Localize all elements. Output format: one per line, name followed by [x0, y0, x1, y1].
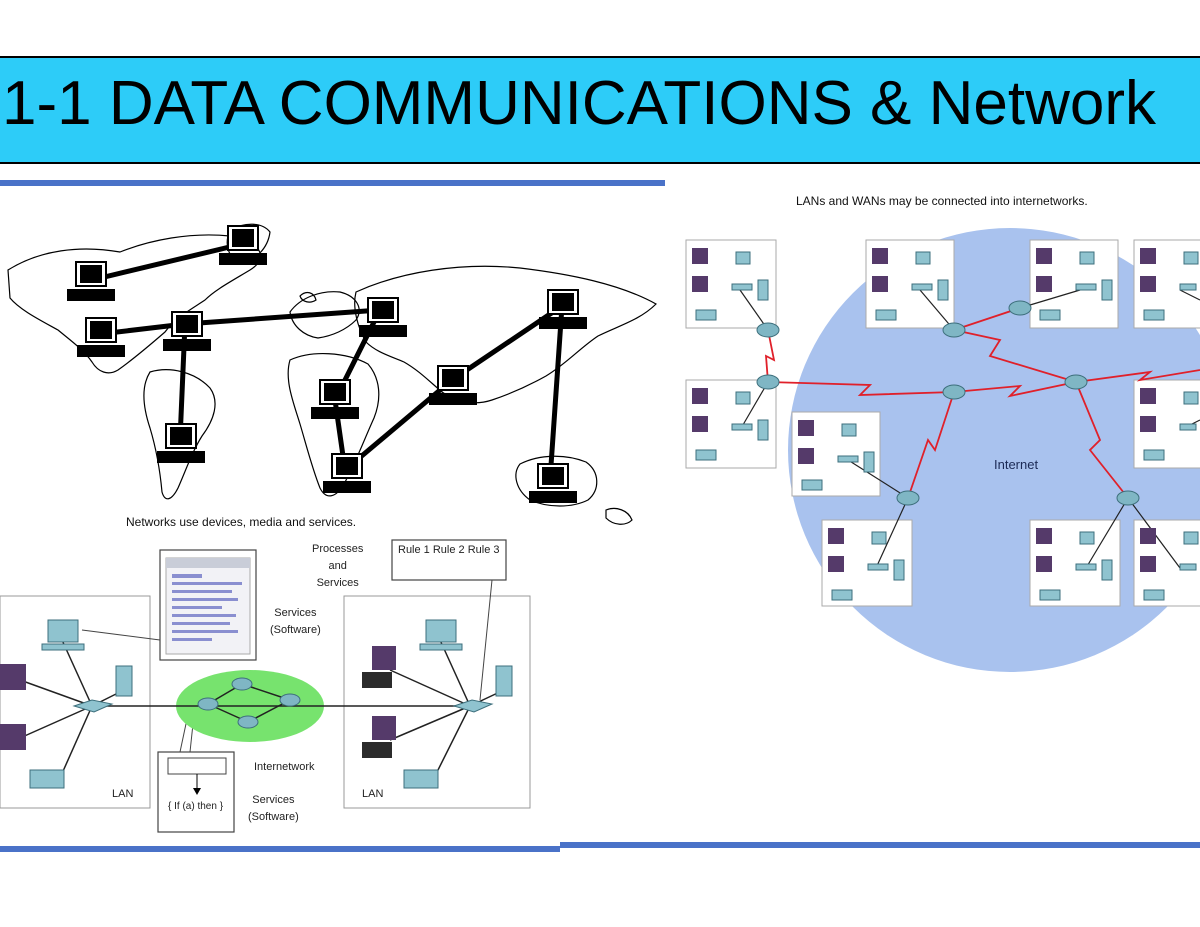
rule-top — [0, 180, 665, 186]
computer-icon — [429, 365, 477, 405]
computer-icon — [77, 317, 125, 357]
left-lan-devices — [0, 619, 133, 789]
left-caption: Networks use devices, media and services… — [126, 515, 357, 529]
continent-asia — [354, 265, 657, 404]
rule-bottom-left — [0, 846, 560, 852]
computer-icon — [219, 225, 267, 265]
lan-right-label: LAN — [362, 788, 384, 800]
computer-icon — [163, 311, 211, 351]
rules-label: Rule 1 Rule 2 Rule 3 — [398, 544, 500, 556]
slide-title: 1-1 DATA COMMUNICATIONS & Network — [2, 69, 1157, 138]
internet-label: Internet — [994, 457, 1039, 472]
computer-icon — [539, 289, 587, 329]
services-bottom-label: Services (Software) — [248, 794, 299, 823]
continent-south-america — [143, 369, 216, 500]
right-lan-devices — [362, 619, 513, 789]
lan-left-label: LAN — [112, 788, 134, 800]
wan-lan-devices — [692, 248, 1199, 601]
continent-australia — [515, 455, 598, 507]
processes-label: Processes and Services — [312, 543, 364, 589]
services-top-label: Services (Software) — [270, 607, 321, 636]
computer-icon — [67, 261, 115, 301]
computer-icon — [359, 297, 407, 337]
right-caption: LANs and WANs may be connected into inte… — [796, 194, 1088, 208]
continent-islands — [299, 291, 633, 525]
computer-icon — [529, 463, 577, 503]
internetwork-label: Internetwork — [254, 761, 315, 773]
world-computers — [67, 225, 587, 503]
computer-icon — [157, 423, 205, 463]
title-bar: 1-1 DATA COMMUNICATIONS & Network — [0, 56, 1200, 164]
computer-icon — [323, 453, 371, 493]
rule-bottom-right — [560, 842, 1200, 848]
continent-europe — [289, 291, 360, 339]
if-then-label: { If (a) then } — [168, 801, 224, 812]
computer-icon — [311, 379, 359, 419]
